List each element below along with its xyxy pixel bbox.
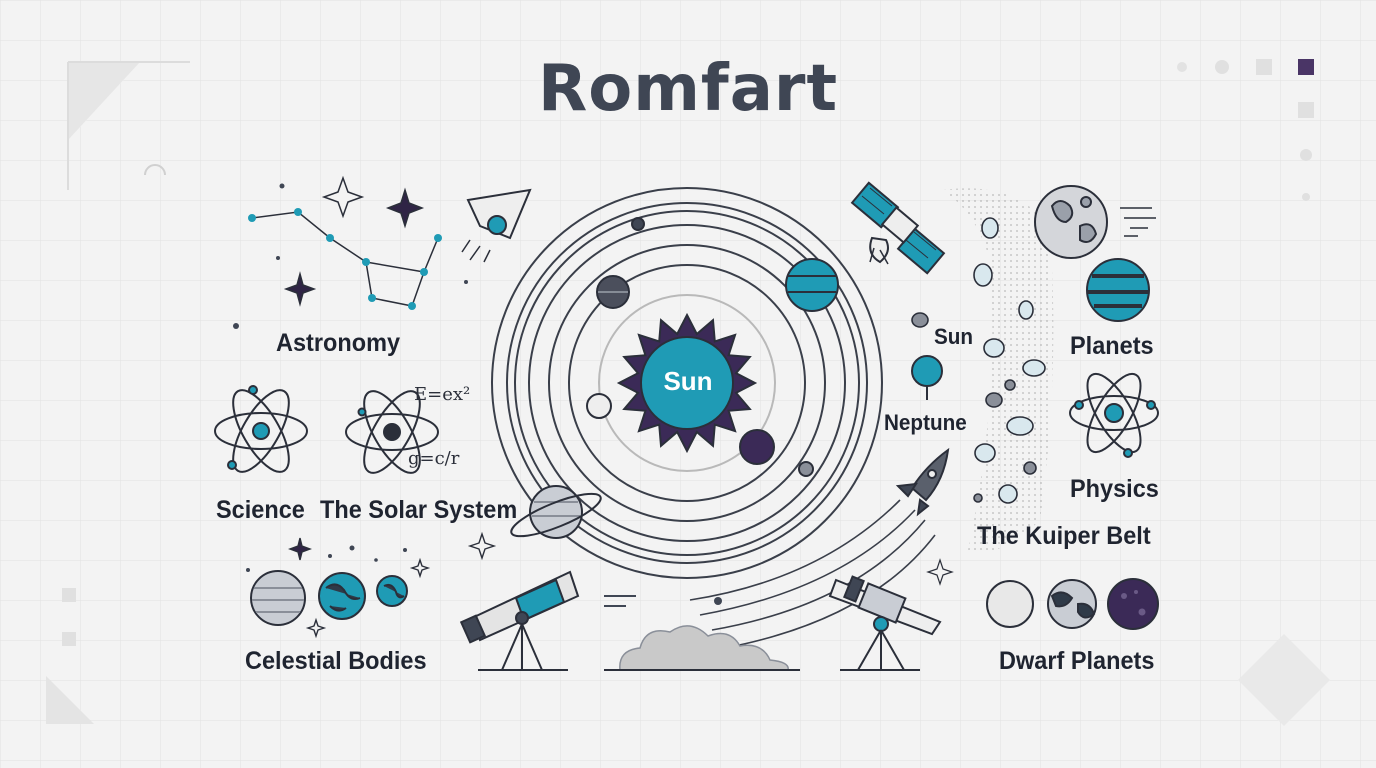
page-title: Romfart: [537, 52, 839, 126]
star-dots: [246, 545, 407, 572]
saturn-icon: [510, 485, 602, 539]
formula-energy: E=ex²: [414, 384, 471, 405]
sparkle-icon: [288, 531, 497, 639]
sun-label: Sun: [663, 366, 713, 396]
constellation-icon: [233, 183, 468, 329]
decor-corners: [46, 59, 1330, 726]
label-planets: Planets: [1070, 332, 1154, 360]
planet-icon: [1034, 185, 1156, 322]
label-physics: Physics: [1070, 475, 1159, 503]
rocket-icon: [895, 447, 950, 517]
atom-icon: [345, 390, 439, 474]
telescope-icon: [459, 570, 580, 671]
sparkle-icon: [283, 175, 425, 307]
sparkle-icon: [926, 558, 954, 586]
rocket-icon: [461, 188, 532, 263]
orbit-planets: [586, 217, 839, 477]
label-neptune: Neptune: [884, 410, 967, 435]
cloud-icon: [604, 595, 800, 671]
sun-icon: [616, 312, 758, 454]
planet-icon: [986, 578, 1159, 630]
label-dwarf-planets: Dwarf Planets: [999, 647, 1155, 675]
orbit-rings: [491, 187, 883, 579]
label-astronomy: Astronomy: [276, 329, 401, 357]
label-kuiper-belt: The Kuiper Belt: [977, 522, 1151, 550]
label-science: Science: [216, 496, 305, 524]
asteroid-icon: [911, 188, 1054, 553]
atom-icon: [214, 385, 308, 473]
neptune-marker: [911, 355, 943, 400]
planet-icon: [250, 570, 408, 626]
satellite-icon: [850, 181, 946, 275]
label-solar-system: The Solar System: [320, 496, 518, 524]
label-sun-small: Sun: [934, 324, 974, 349]
label-celestial-bodies: Celestial Bodies: [245, 647, 427, 675]
formula-gravity: g=c/r: [408, 448, 460, 469]
telescope-icon: [828, 575, 942, 671]
atom-icon: [1069, 372, 1159, 458]
